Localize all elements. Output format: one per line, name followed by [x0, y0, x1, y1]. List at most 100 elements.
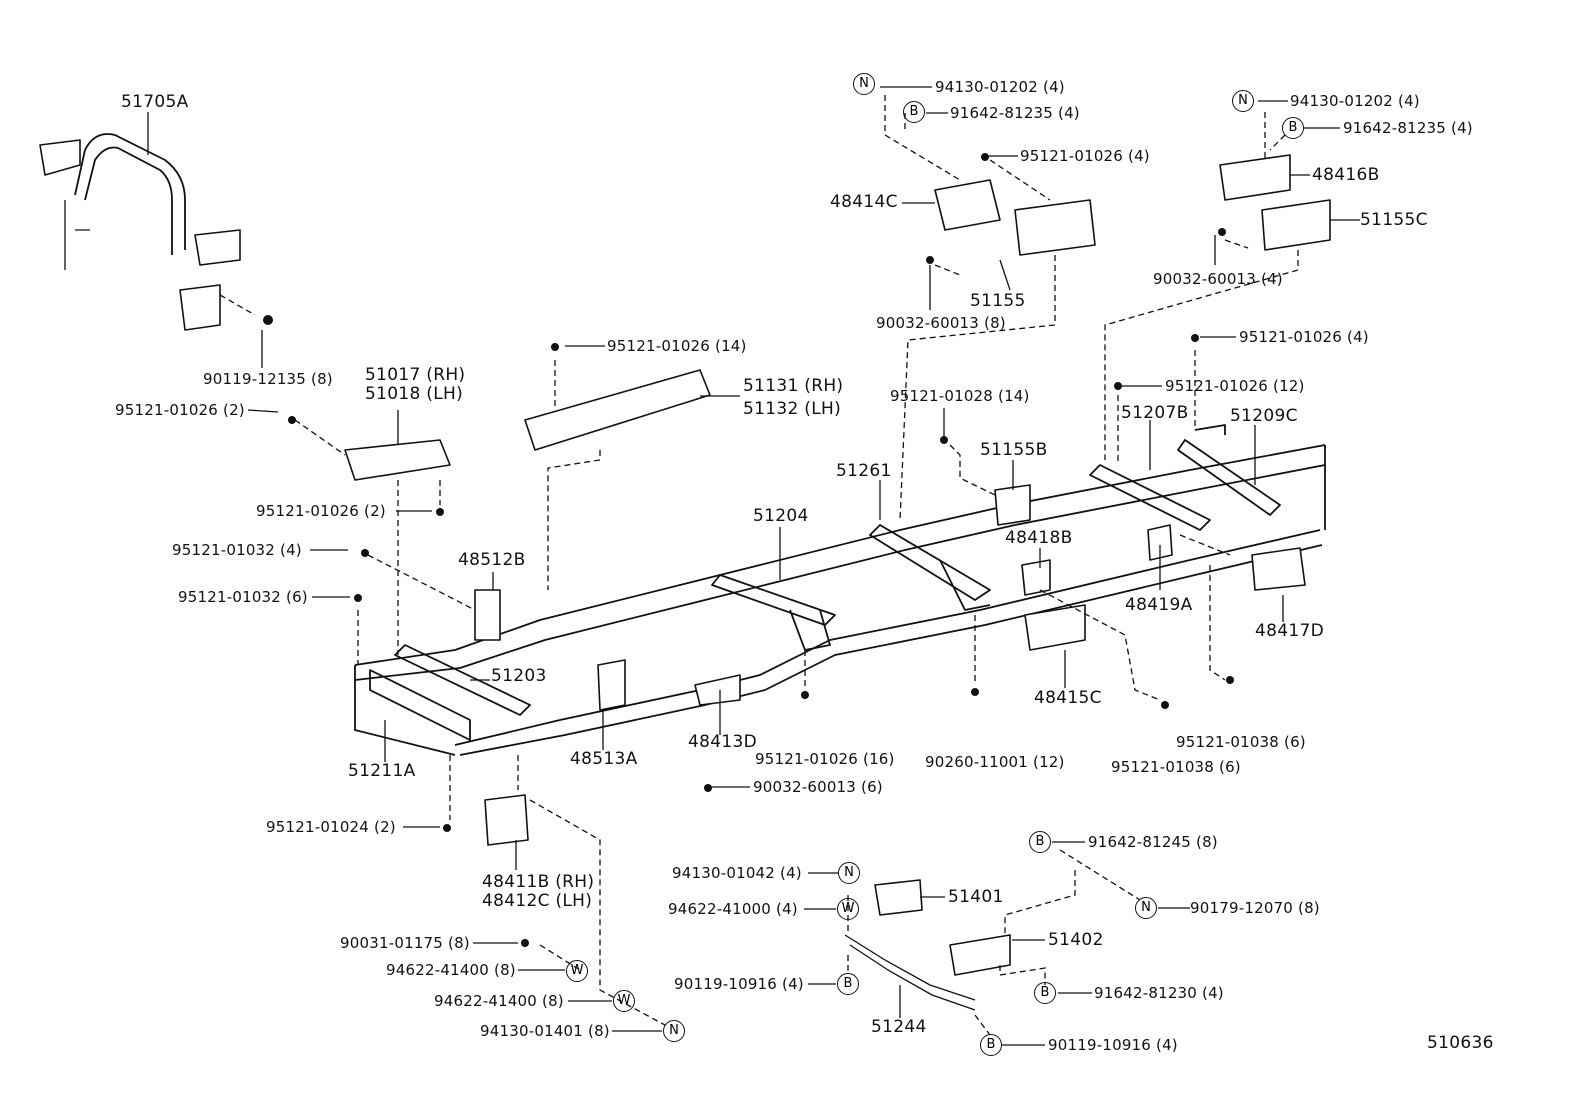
- symbol-b-circle: B: [1282, 117, 1304, 139]
- label-51155C: 51155C: [1360, 210, 1428, 230]
- symbol-b-circle: B: [980, 1034, 1002, 1056]
- symbol-w-circle: W: [837, 898, 859, 920]
- dashed-lines: [219, 95, 1299, 1036]
- label-51132: 51132 (LH): [743, 399, 842, 419]
- bracket-48413D: [694, 674, 741, 706]
- label-51402: 51402: [1048, 930, 1104, 950]
- fasteners: [263, 153, 1234, 947]
- label-94130-01202-a: 94130-01202 (4): [935, 78, 1065, 96]
- label-95121-01026-16: 95121-01026 (16): [755, 750, 895, 768]
- diagram-id: 510636: [1427, 1033, 1494, 1053]
- label-94622-41400-a: 94622-41400 (8): [386, 961, 516, 979]
- bracket-48512B: [474, 589, 501, 641]
- symbol-b-circle: B: [1029, 831, 1051, 853]
- label-48415C: 48415C: [1034, 688, 1102, 708]
- label-51155: 51155: [970, 291, 1026, 311]
- label-95121-01026-2b: 95121-01026 (2): [256, 502, 386, 520]
- label-90119-12135: 90119-12135 (8): [203, 370, 333, 388]
- bracket-48418B: [1021, 559, 1051, 596]
- bracket-48411B: [484, 794, 529, 846]
- label-48414C: 48414C: [830, 192, 898, 212]
- label-95121-01032-6: 95121-01032 (6): [178, 588, 308, 606]
- label-90032-60013-6: 90032-60013 (6): [753, 778, 883, 796]
- frame-ladder: [354, 424, 1326, 756]
- brackets: [344, 154, 1331, 1011]
- symbol-n-circle: N: [853, 73, 875, 95]
- symbol-b-circle: B: [903, 101, 925, 123]
- rollbar-51705A: [39, 133, 241, 331]
- label-91642-81235-a: 91642-81235 (4): [950, 104, 1080, 122]
- bracket-48513A: [597, 659, 626, 711]
- label-48411B: 48411B (RH): [482, 872, 595, 892]
- bracket-48415C: [1024, 604, 1086, 651]
- symbol-n-circle: N: [1232, 90, 1254, 112]
- bracket-51017: [344, 439, 451, 481]
- mount-51401: [874, 879, 923, 916]
- label-95121-01032-4: 95121-01032 (4): [172, 541, 302, 559]
- label-51207B: 51207B: [1121, 403, 1189, 423]
- label-48413D: 48413D: [688, 732, 757, 752]
- symbol-w-circle: W: [566, 960, 588, 982]
- label-94130-01042: 94130-01042 (4): [672, 864, 802, 882]
- label-95121-01026-2a: 95121-01026 (2): [115, 401, 245, 419]
- label-95121-01026-12: 95121-01026 (12): [1165, 377, 1305, 395]
- symbol-n-circle: N: [838, 862, 860, 884]
- bracket-48416B: [1219, 154, 1291, 201]
- bracket-48414C: [934, 179, 1001, 231]
- label-48412C: 48412C (LH): [482, 891, 593, 911]
- label-48419A: 48419A: [1125, 595, 1193, 615]
- label-51155B: 51155B: [980, 440, 1048, 460]
- label-51203: 51203: [491, 666, 547, 686]
- label-90119-10916-a: 90119-10916 (4): [674, 975, 804, 993]
- label-94622-41000: 94622-41000 (4): [668, 900, 798, 918]
- label-48416B: 48416B: [1312, 165, 1380, 185]
- symbol-w-circle: W: [613, 990, 635, 1012]
- label-51261: 51261: [836, 461, 892, 481]
- symbol-n-circle: N: [1135, 897, 1157, 919]
- plate-51131: [524, 369, 711, 451]
- label-91642-81235-b: 91642-81235 (4): [1343, 119, 1473, 137]
- label-48418B: 48418B: [1005, 528, 1073, 548]
- symbol-n-circle: N: [663, 1020, 685, 1042]
- label-94130-01401: 94130-01401 (8): [480, 1022, 610, 1040]
- label-51211A: 51211A: [348, 761, 416, 781]
- label-48512B: 48512B: [458, 550, 526, 570]
- label-48513A: 48513A: [570, 749, 638, 769]
- label-95121-01026-4a: 95121-01026 (4): [1020, 147, 1150, 165]
- plate-51155C: [1261, 199, 1331, 251]
- mount-51402: [949, 934, 1011, 976]
- label-95121-01026-14: 95121-01026 (14): [607, 337, 747, 355]
- label-51017: 51017 (RH): [365, 365, 466, 385]
- label-51131: 51131 (RH): [743, 376, 844, 396]
- bracket-48417D: [1251, 547, 1306, 591]
- label-48417D: 48417D: [1255, 621, 1324, 641]
- label-95121-01038-a: 95121-01038 (6): [1176, 733, 1306, 751]
- label-90032-60013-4: 90032-60013 (4): [1153, 270, 1283, 288]
- label-51018: 51018 (LH): [365, 384, 464, 404]
- symbol-b-circle: B: [1034, 982, 1056, 1004]
- bracket-51155B: [994, 484, 1031, 526]
- label-91642-81245: 91642-81245 (8): [1088, 833, 1218, 851]
- label-91642-81230: 91642-81230 (4): [1094, 984, 1224, 1002]
- label-94622-41400-b: 94622-41400 (8): [434, 992, 564, 1010]
- label-95121-01028-14: 95121-01028 (14): [890, 387, 1030, 405]
- label-51705A: 51705A: [121, 92, 189, 112]
- label-95121-01026-4b: 95121-01026 (4): [1239, 328, 1369, 346]
- label-90119-10916-b: 90119-10916 (4): [1048, 1036, 1178, 1054]
- symbol-b-circle: B: [837, 973, 859, 995]
- leader-lines: [147, 86, 1360, 1046]
- label-94130-01202-b: 94130-01202 (4): [1290, 92, 1420, 110]
- label-51401: 51401: [948, 887, 1004, 907]
- label-90260-11001: 90260-11001 (12): [925, 753, 1065, 771]
- bracket-48419A: [1147, 524, 1173, 561]
- label-51204: 51204: [753, 506, 809, 526]
- plate-51155: [1014, 199, 1096, 256]
- label-95121-01038-b: 95121-01038 (6): [1111, 758, 1241, 776]
- label-90031-01175: 90031-01175 (8): [340, 934, 470, 952]
- label-51209C: 51209C: [1230, 406, 1298, 426]
- label-95121-01024: 95121-01024 (2): [266, 818, 396, 836]
- label-90179-12070: 90179-12070 (8): [1190, 899, 1320, 917]
- label-51244: 51244: [871, 1017, 927, 1037]
- label-90032-60013-8: 90032-60013 (8): [876, 314, 1006, 332]
